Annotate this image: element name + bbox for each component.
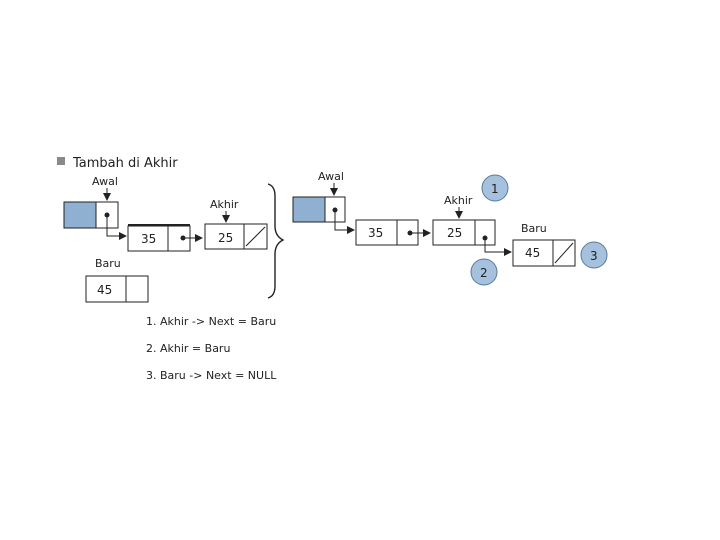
new-node-45-left bbox=[85, 275, 149, 303]
step-1: 1. Akhir -> Next = Baru bbox=[146, 315, 276, 328]
node-45-right-value: 45 bbox=[525, 246, 540, 260]
badge-1-text: 1 bbox=[491, 182, 499, 196]
step-3: 3. Baru -> Next = NULL bbox=[146, 369, 277, 382]
badge-2-text: 2 bbox=[480, 266, 488, 280]
new-node-45-left-value: 45 bbox=[97, 283, 112, 297]
node-25-right bbox=[432, 219, 496, 246]
node-25-left bbox=[204, 223, 268, 250]
node-35-left bbox=[127, 225, 191, 252]
badge-3-text: 3 bbox=[590, 249, 598, 263]
awal-label-right: Awal bbox=[318, 170, 344, 183]
node-45-right bbox=[512, 239, 576, 267]
awal-label-left: Awal bbox=[92, 175, 118, 188]
badge-1: 1 bbox=[481, 174, 509, 202]
baru-label-left: Baru bbox=[95, 257, 121, 270]
awal-head-node-left bbox=[63, 201, 97, 229]
akhir-label-left: Akhir bbox=[210, 198, 239, 211]
step-2: 2. Akhir = Baru bbox=[146, 342, 230, 355]
badge-2: 2 bbox=[470, 258, 498, 286]
node-25-right-value: 25 bbox=[447, 226, 462, 240]
badge-3: 3 bbox=[580, 241, 608, 269]
node-35-left-value: 35 bbox=[141, 232, 156, 246]
baru-label-right: Baru bbox=[521, 222, 547, 235]
heading: Tambah di Akhir bbox=[72, 156, 178, 171]
bullet-icon bbox=[57, 157, 65, 165]
akhir-label-right: Akhir bbox=[444, 194, 473, 207]
awal-head-node-right bbox=[292, 196, 326, 223]
node-35-right-value: 35 bbox=[368, 226, 383, 240]
node-25-left-value: 25 bbox=[218, 231, 233, 245]
brace bbox=[267, 183, 285, 299]
